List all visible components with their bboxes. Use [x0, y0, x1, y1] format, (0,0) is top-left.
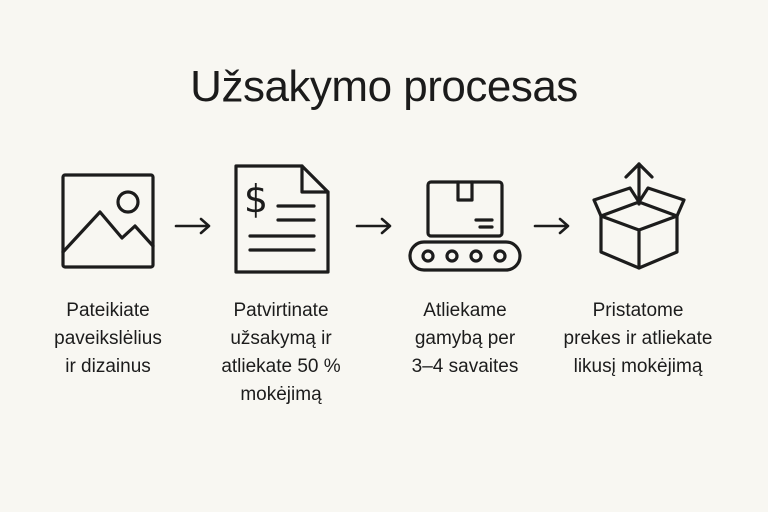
step-3-caption: Atliekame gamybą per 3–4 savaites	[411, 300, 519, 377]
page-title: Užsakymo procesas	[190, 62, 578, 111]
open-box-arrow-icon	[592, 162, 686, 270]
image-icon	[61, 173, 155, 269]
arrow-right-icon	[533, 217, 570, 235]
arrow-right-icon	[174, 217, 211, 235]
arrow-right-icon	[355, 217, 392, 235]
dollar-sign: $	[244, 177, 268, 221]
step-2-caption: Patvirtinate užsakymą ir atliekate 50 % …	[221, 300, 341, 405]
step-4-caption: Pristatome prekes ir atliekate likusį mo…	[563, 300, 713, 377]
conveyor-box-icon	[408, 180, 522, 272]
invoice-dollar-icon: $	[234, 164, 330, 274]
step-1-caption: Pateikiate paveikslėlius ir dizainus	[54, 300, 162, 377]
